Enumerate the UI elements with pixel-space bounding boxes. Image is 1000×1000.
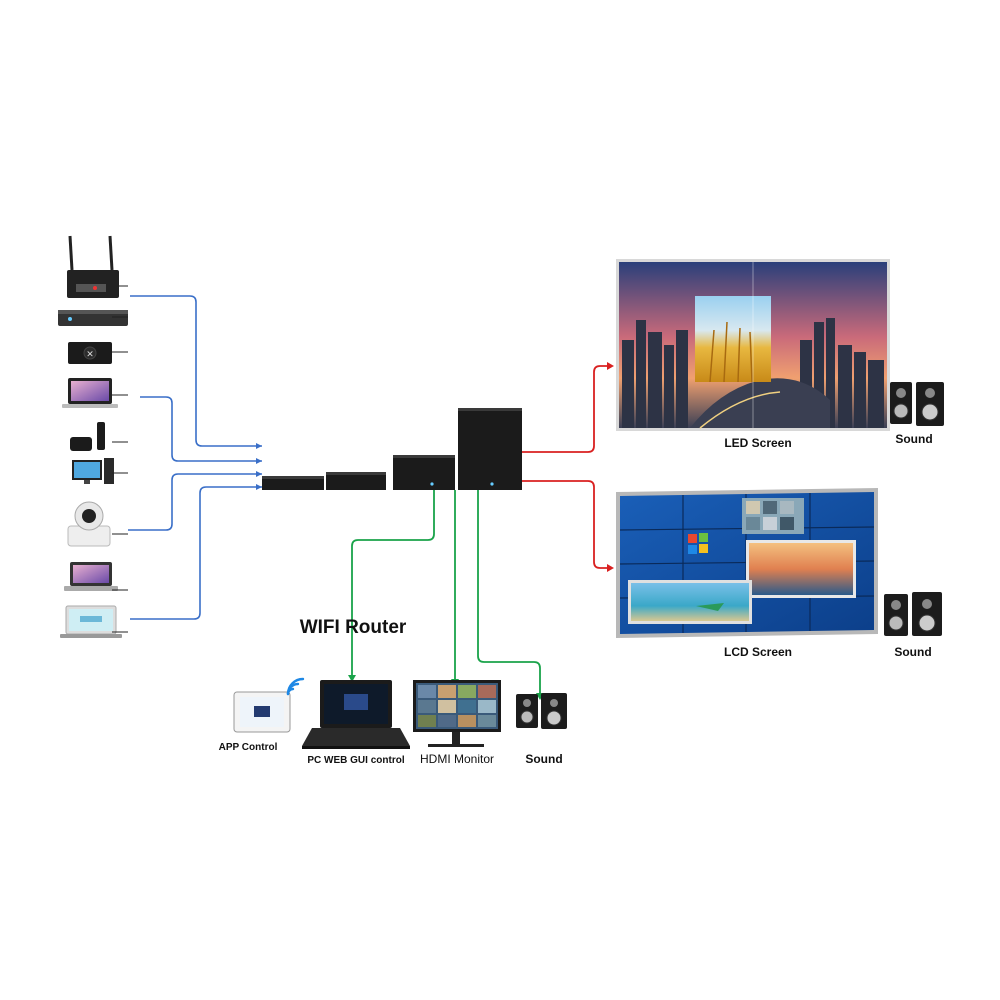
processor-unit-icon xyxy=(326,472,386,490)
hdmi-monitor-icon xyxy=(413,680,501,747)
input-laptop-1 xyxy=(62,378,118,408)
wifi-router-label: WIFI Router xyxy=(300,617,407,638)
speaker-icon xyxy=(516,693,567,729)
lcd-sound-speakers xyxy=(884,592,942,636)
apple-tv-icon xyxy=(70,422,105,451)
input-connections xyxy=(128,295,262,620)
input-arrowheads xyxy=(256,443,262,490)
output-line-led xyxy=(522,365,612,453)
input-ptz-camera xyxy=(67,501,111,547)
led-screen xyxy=(616,259,890,431)
tablet-icon xyxy=(233,691,291,733)
router-icon xyxy=(67,235,119,298)
lcd-screen-label: LCD Screen xyxy=(724,645,792,659)
input-set-top-box xyxy=(58,310,128,326)
output-connections xyxy=(522,362,614,572)
speaker-icon xyxy=(884,592,942,636)
desktop-pc-icon xyxy=(72,458,114,484)
lcd-video-wall-icon xyxy=(616,488,878,638)
input-game-console: ✕ xyxy=(68,342,112,364)
led-sound-label: Sound xyxy=(895,432,932,446)
input-line-4 xyxy=(130,486,262,620)
svg-text:✕: ✕ xyxy=(86,350,94,360)
led-screen-icon xyxy=(616,259,890,431)
control-line-sound xyxy=(477,490,541,694)
bottom-sound-speakers xyxy=(516,693,567,729)
led-sound-speakers xyxy=(890,382,944,426)
game-console-icon: ✕ xyxy=(68,342,112,364)
ptz-camera-icon xyxy=(67,501,111,547)
hdmi-monitor xyxy=(413,680,501,747)
processor-unit-icon xyxy=(262,476,324,490)
hdmi-monitor-label: HDMI Monitor xyxy=(420,752,494,766)
laptop-icon xyxy=(62,378,118,408)
laptop-icon xyxy=(64,562,118,591)
processor-unit-4 xyxy=(458,408,522,490)
app-control-tablet xyxy=(233,677,305,733)
lcd-video-wall xyxy=(616,488,878,638)
input-laptop-3 xyxy=(60,605,122,638)
laptop-icon xyxy=(302,680,410,749)
input-line-1 xyxy=(130,295,262,447)
processor-unit-icon xyxy=(393,455,455,490)
input-laptop-2 xyxy=(64,562,118,591)
wifi-icon xyxy=(286,677,305,696)
processor-unit-2 xyxy=(326,472,386,490)
processor-unit-1 xyxy=(262,476,324,490)
speaker-icon xyxy=(890,382,944,426)
processor-unit-3 xyxy=(393,455,455,490)
input-line-2 xyxy=(140,396,262,462)
input-line-3 xyxy=(128,473,262,531)
pc-web-gui-laptop xyxy=(302,680,410,749)
pc-web-gui-label: PC WEB GUI control xyxy=(307,755,404,766)
source-stubs xyxy=(112,285,128,633)
app-control-label: APP Control xyxy=(219,742,278,753)
input-apple-tv xyxy=(70,422,105,451)
control-connections xyxy=(348,490,544,700)
bottom-sound-label: Sound xyxy=(525,752,562,766)
laptop-icon xyxy=(60,605,122,638)
led-screen-label: LED Screen xyxy=(724,436,791,450)
output-line-lcd xyxy=(522,480,612,569)
processor-unit-icon xyxy=(458,408,522,490)
control-line-pc xyxy=(351,490,435,676)
set-top-box-icon xyxy=(58,310,128,326)
input-router xyxy=(67,235,119,298)
lcd-sound-label: Sound xyxy=(894,645,931,659)
input-desktop-pc xyxy=(72,458,114,484)
